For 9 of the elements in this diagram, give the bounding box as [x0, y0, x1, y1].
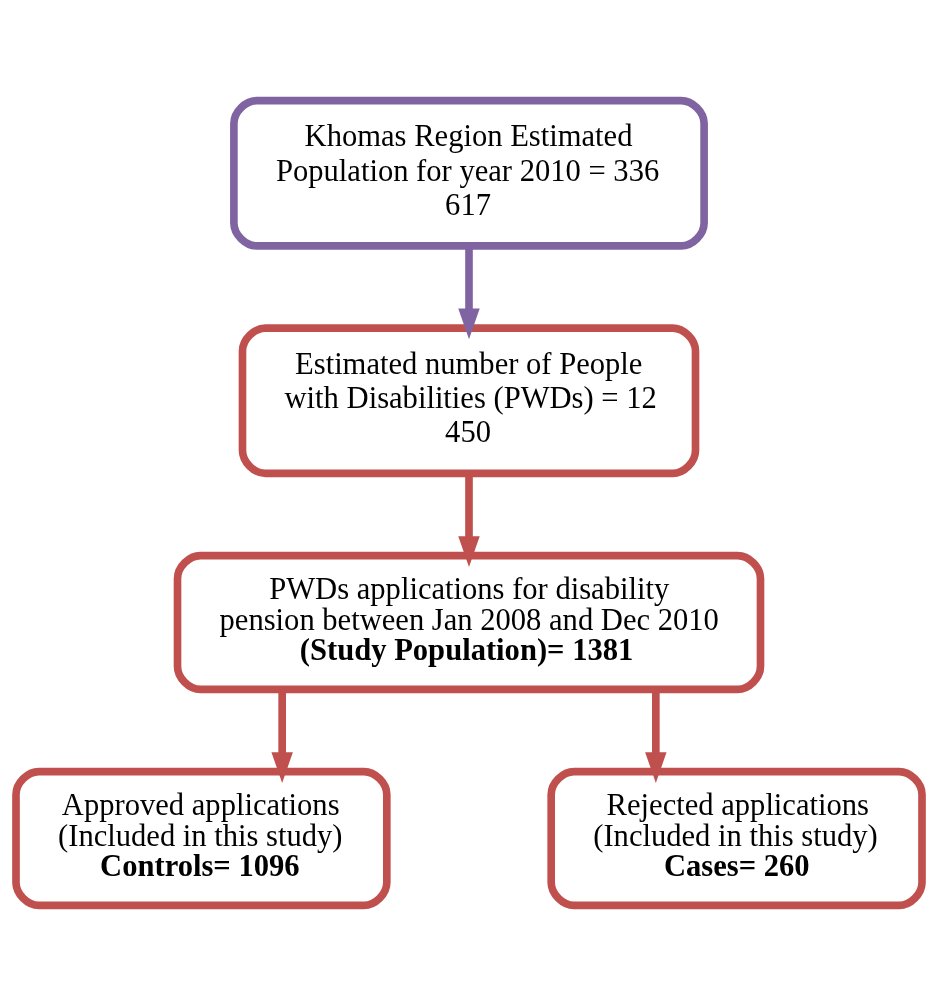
- node-box: Rejected applications (Included in this study) Cases= 260: [547, 767, 926, 909]
- arrow: [271, 689, 293, 783]
- node-box: Approved applications (Included in this study) Controls= 1096: [12, 767, 391, 909]
- node-box: Khomas Region Estimated Population for year 2010 = 336 617: [230, 96, 708, 250]
- node-box: Estimated number of People with Disabilities (PWDs) = 12 450: [238, 323, 700, 477]
- arrow: [645, 689, 667, 783]
- arrow: [458, 246, 480, 339]
- arrow: [458, 473, 480, 567]
- node-box: PWDs applications for disability pension between Jan 2008 and Dec 2010 (Study Population)= 1381: [173, 551, 765, 693]
